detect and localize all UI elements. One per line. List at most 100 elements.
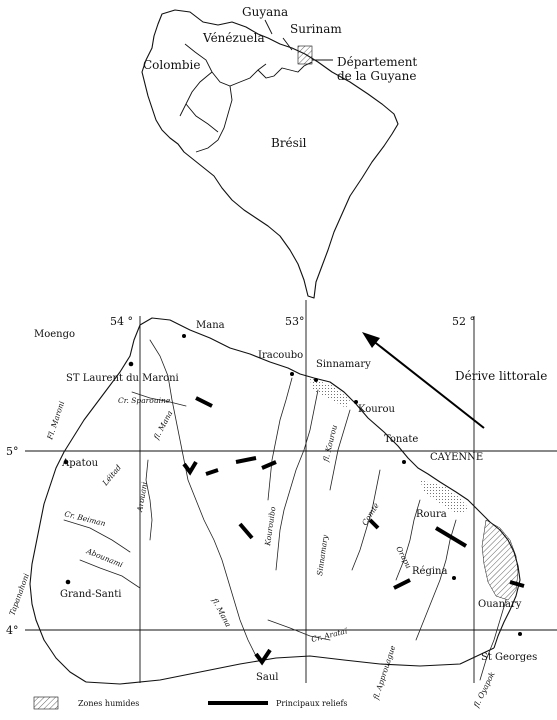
dot-st-laurent bbox=[128, 361, 134, 367]
river-arouani bbox=[145, 459, 153, 541]
river-aratai bbox=[267, 619, 331, 641]
label-lon-54: 54 ° bbox=[110, 315, 133, 328]
label-lat-5: 5° bbox=[6, 445, 19, 458]
relief-bar bbox=[182, 460, 198, 476]
relief-bar bbox=[235, 456, 257, 464]
label-lat-4: 4° bbox=[6, 624, 19, 637]
river-sinnamary bbox=[275, 389, 319, 571]
town-markers bbox=[63, 334, 522, 636]
dot-apatou bbox=[63, 459, 69, 465]
river-beiman bbox=[63, 519, 131, 553]
river-network bbox=[63, 339, 507, 681]
river-orapu bbox=[395, 499, 421, 581]
main-guyane-map: 54 ° 53° 52 ° 5° 4° Moengo Mana ST Laure… bbox=[6, 300, 557, 710]
dot-cayenne bbox=[402, 460, 406, 464]
river-oyapok bbox=[479, 599, 507, 681]
label-colombie: Colombie bbox=[143, 58, 200, 72]
label-cr-sparouine: Cr. Sparouine bbox=[118, 396, 171, 405]
label-fl-oyapok: fl. Oyapok bbox=[471, 670, 497, 710]
inset-south-america: Guyana Surinam Vénézuela Colombie Brésil… bbox=[141, 5, 417, 299]
river-comte bbox=[351, 469, 381, 571]
label-ouanary: Ouanary bbox=[478, 599, 522, 610]
relief-bar bbox=[205, 468, 219, 476]
label-fl-approuague: fl. Approuague bbox=[371, 644, 397, 702]
label-st-georges: St Georges bbox=[481, 652, 537, 663]
relief-bar bbox=[261, 460, 277, 470]
river-mana bbox=[149, 339, 257, 657]
dot-grand-santi bbox=[65, 579, 71, 585]
label-cr-aratai: Cr. Arataï bbox=[310, 626, 349, 644]
label-guyana: Guyana bbox=[242, 5, 288, 19]
river-approuague bbox=[415, 519, 457, 641]
dot-kourou bbox=[354, 400, 358, 404]
coordinate-grid bbox=[25, 300, 557, 683]
relief-bar bbox=[393, 578, 411, 590]
label-arouani: Arouani bbox=[135, 481, 149, 514]
relief-bar bbox=[195, 396, 213, 408]
relief-bars bbox=[182, 396, 525, 666]
label-grand-santi: Grand-Santi bbox=[60, 589, 121, 600]
label-fl-maroni: Fl. Maroni bbox=[45, 399, 66, 441]
dot-iracoubo bbox=[290, 372, 294, 376]
country-borders bbox=[179, 43, 313, 153]
wetland-cayenne-dotted bbox=[420, 480, 470, 514]
label-roura: Roura bbox=[416, 509, 447, 520]
label-kourouibo: Kourouibo bbox=[263, 506, 278, 548]
label-fl-mana-north: fl. Mana bbox=[151, 409, 174, 442]
label-regina: Régina bbox=[412, 566, 447, 577]
label-derive-littorale: Dérive littorale bbox=[455, 369, 547, 383]
dot-st-georges bbox=[518, 632, 522, 636]
label-kourou: Kourou bbox=[358, 404, 395, 415]
western-boundary-maroni bbox=[29, 324, 141, 683]
legend-reliefs-label: Principaux reliefs bbox=[276, 699, 348, 708]
river-iracoubo bbox=[267, 377, 293, 501]
label-sinnamary-river: Sinnamary bbox=[315, 534, 330, 577]
label-apatou: Apatou bbox=[61, 458, 99, 469]
label-bresil: Brésil bbox=[271, 136, 307, 150]
wetland-east bbox=[481, 519, 519, 601]
river-kourou bbox=[329, 409, 351, 491]
dot-sinnamary bbox=[314, 378, 318, 382]
guyane-coastline bbox=[139, 317, 521, 649]
label-fl-mana-south: fl. Mana bbox=[210, 596, 233, 629]
relief-bar bbox=[434, 526, 468, 548]
river-sparouine bbox=[131, 391, 187, 407]
label-lon-52: 52 ° bbox=[452, 315, 475, 328]
label-departement-line1: Département bbox=[337, 55, 417, 69]
surinam-leader-line bbox=[282, 37, 293, 51]
south-america-outline bbox=[141, 9, 399, 299]
label-st-laurent: ST Laurent du Maroni bbox=[66, 373, 179, 384]
dot-mana bbox=[182, 334, 186, 338]
guyana-leader-line bbox=[264, 19, 273, 35]
label-lon-53: 53° bbox=[285, 315, 305, 328]
label-abounami: Abounami bbox=[84, 546, 124, 569]
label-saul: Saul bbox=[256, 672, 278, 683]
southern-boundary bbox=[85, 647, 495, 685]
label-mana: Mana bbox=[196, 320, 225, 331]
relief-bar bbox=[254, 648, 272, 666]
label-leitad: Léitad bbox=[100, 463, 123, 488]
label-sinnamary: Sinnamary bbox=[316, 359, 371, 370]
label-venezuela: Vénézuela bbox=[202, 31, 265, 45]
river-abounami bbox=[79, 559, 141, 589]
label-moengo: Moengo bbox=[34, 329, 75, 340]
legend-wetlands-swatch bbox=[33, 696, 59, 710]
relief-bar bbox=[368, 518, 380, 530]
littoral-drift-arrow bbox=[362, 332, 485, 429]
label-surinam: Surinam bbox=[290, 22, 342, 36]
relief-bar bbox=[238, 522, 254, 540]
departement-guyane-hatch bbox=[297, 45, 313, 65]
relief-bar bbox=[509, 580, 525, 588]
wetland-coast-dotted bbox=[310, 378, 350, 408]
label-tonate: Tonate bbox=[384, 434, 418, 445]
legend-wetlands-label: Zones humides bbox=[78, 699, 139, 708]
label-cr-beiman: Cr. Beiman bbox=[64, 509, 107, 528]
label-cayenne: CAYENNE bbox=[430, 452, 483, 463]
dot-regina bbox=[452, 576, 456, 580]
legend: Zones humides Principaux reliefs bbox=[33, 696, 348, 710]
label-departement-line2: de la Guyane bbox=[337, 69, 416, 83]
label-iracoubo: Iracoubo bbox=[258, 350, 303, 361]
label-orapu: Orapu bbox=[394, 545, 413, 570]
